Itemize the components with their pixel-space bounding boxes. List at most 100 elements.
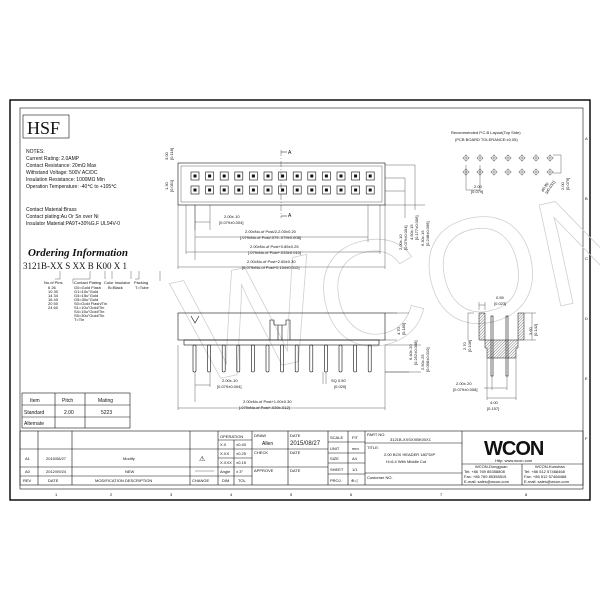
pin bbox=[324, 188, 328, 192]
label-text: 3.00 bbox=[164, 151, 169, 160]
label-text: 6 26 bbox=[48, 285, 57, 290]
pin-array bbox=[190, 171, 375, 195]
label-text: [0.079±0.008] bbox=[453, 387, 477, 392]
label-text: 24 60 bbox=[48, 305, 59, 310]
label-text: [0.177±0.006] bbox=[414, 216, 419, 240]
label-text: 1/1 bbox=[352, 467, 358, 472]
label-text: [0.248±0.006] bbox=[425, 222, 430, 246]
label-text: X.XXX bbox=[220, 460, 232, 465]
label-text: 2.00 bbox=[64, 410, 74, 416]
pin-cavity bbox=[307, 185, 317, 195]
spec-table: Item Pitch Mating Standard 2.00 5223 Alt… bbox=[21, 392, 131, 429]
label-text: X.X bbox=[220, 442, 227, 447]
pin-tail bbox=[221, 344, 226, 373]
label-text: Packing bbox=[134, 280, 148, 285]
pin bbox=[251, 174, 255, 178]
hole-crosshair bbox=[546, 154, 554, 162]
pin bbox=[237, 188, 241, 192]
label-text: 6 bbox=[350, 492, 353, 497]
label-text: [0.142] bbox=[533, 324, 538, 336]
label-text: S0=Gold Flash/Tin bbox=[74, 301, 107, 306]
label-text: 2.50±.25 bbox=[420, 354, 425, 370]
label-text: 8 bbox=[525, 492, 528, 497]
label-text: A bbox=[585, 136, 588, 141]
label-text: ±0.25 bbox=[236, 451, 247, 456]
pin bbox=[281, 188, 285, 192]
inner-frame bbox=[19, 107, 584, 490]
label-text: Mating bbox=[98, 398, 113, 404]
label-text: SQ 0.50 bbox=[331, 378, 346, 383]
label-text: [.079xNo.of Post+.039±.012] bbox=[239, 405, 290, 410]
label-text: ±0.15 bbox=[236, 460, 247, 465]
label-text: 2.00xNo.of Post/2-2.00±0.20 bbox=[245, 229, 297, 234]
label-text: 2.00±.10 bbox=[398, 234, 403, 250]
label-text: Tel: +86 769 85358808 bbox=[464, 469, 506, 474]
pin bbox=[295, 188, 299, 192]
label-text: 5223 bbox=[101, 410, 112, 416]
pin-cavity bbox=[263, 171, 273, 181]
pin-cavity bbox=[234, 171, 244, 181]
pin-tail bbox=[192, 344, 197, 373]
label-text: S1=10u"Gold/Tin bbox=[74, 305, 104, 310]
label-text: 2.70 bbox=[462, 341, 467, 350]
pin-cavity bbox=[292, 185, 302, 195]
label-text: Operation Temperature: -40℃ to +105℃ bbox=[26, 184, 117, 190]
hole-crosshair bbox=[490, 168, 498, 176]
label-text: 3121B-XXSXXBK00X1 bbox=[390, 437, 432, 442]
label-text: Current Rating: 2.0AMP bbox=[26, 156, 80, 162]
pin bbox=[281, 174, 285, 178]
zone-rows: A B C D E F bbox=[585, 136, 588, 441]
label-text: SHEET bbox=[330, 467, 344, 472]
label-text: [0.079] bbox=[471, 189, 483, 194]
label-text: NEW bbox=[125, 469, 135, 474]
pin-tail bbox=[207, 344, 211, 373]
label-text: E bbox=[585, 376, 588, 381]
pin bbox=[295, 174, 299, 178]
label-text: 4.70 bbox=[396, 326, 401, 335]
label-text: MODIFICATION DESCRIPTION bbox=[95, 478, 152, 483]
label-text: X.XX bbox=[220, 451, 229, 456]
label-text: 2.00xNo.of Post+0.85±0.25 bbox=[250, 244, 299, 249]
label-text: (PCB BOARD TOLERANCE:±0.05) bbox=[455, 137, 518, 142]
pin bbox=[193, 174, 197, 178]
pin-cavity bbox=[278, 185, 287, 195]
pin-cavity bbox=[351, 171, 360, 181]
hsf-box bbox=[22, 114, 70, 139]
label-text: 6.30±.15 bbox=[420, 230, 425, 246]
label-text: [0.098±0.010] bbox=[425, 348, 430, 372]
label-text: 4 bbox=[230, 492, 233, 497]
label-text: [0.079±0.004] bbox=[403, 226, 408, 250]
label-text: 7 bbox=[440, 492, 443, 497]
label-text: B bbox=[585, 196, 588, 201]
pin-cavity bbox=[307, 171, 317, 181]
label-text: REV bbox=[23, 478, 32, 483]
pin-cavity bbox=[190, 171, 200, 181]
label-text: H=6.4 With Middle Cut bbox=[386, 459, 427, 464]
hsf-label: HSF bbox=[27, 118, 60, 138]
label-text: 20 50 bbox=[48, 301, 59, 306]
label-text: 16 40 bbox=[48, 297, 59, 302]
label-text: 3 bbox=[170, 492, 173, 497]
label-text: UNIT bbox=[330, 446, 340, 451]
label-text: T=Tin bbox=[74, 317, 84, 322]
label-text: B=Black bbox=[108, 285, 123, 290]
label-text: G1=10u"Gold bbox=[74, 289, 98, 294]
label-text: S5=30u"Gold/Tin bbox=[74, 313, 104, 318]
label-text: G5=30u"Gold bbox=[74, 297, 98, 302]
label-text: 3.60 bbox=[528, 326, 533, 335]
pin bbox=[324, 174, 328, 178]
pin bbox=[339, 188, 343, 192]
pin-cavity bbox=[322, 171, 331, 181]
pin bbox=[208, 188, 212, 192]
label-text: TITLE: bbox=[367, 445, 379, 450]
top-view: A A 3.00 [0.118] 1.30 [0.051] 2.00±.10 [… bbox=[164, 148, 430, 270]
pin bbox=[193, 188, 197, 192]
pin-cavity bbox=[278, 171, 287, 181]
pin-tail bbox=[251, 344, 255, 373]
label-text: Pitch bbox=[62, 398, 73, 404]
label-text: No.of Pins bbox=[44, 280, 62, 285]
pin-cavity bbox=[292, 171, 302, 181]
title-block: A1 2015/08/27 Modify ⚠ A0 2012/09/24 NEW… bbox=[19, 430, 584, 486]
side-view: 4.70 [0.185] 6.40±.20 [0.252±0.008] 2.50… bbox=[177, 312, 430, 410]
